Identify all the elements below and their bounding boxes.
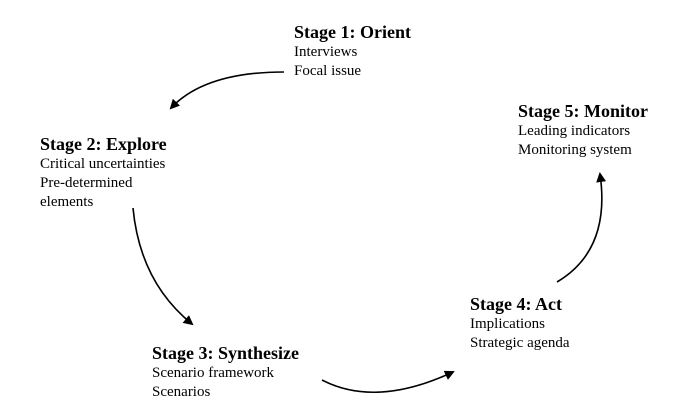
stage-title: Stage 2: Explore — [40, 134, 167, 154]
arrow-stage1-to-stage2 — [169, 71, 285, 110]
stage-item: Focal issue — [294, 63, 362, 79]
stage-item: Scenarios — [152, 384, 211, 400]
stage-item: Strategic agenda — [470, 335, 570, 351]
arrow-stage4-to-stage5 — [556, 172, 607, 283]
stage-synthesize: Stage 3: Synthesize Scenario framework S… — [152, 342, 299, 402]
arrow-stage3-to-stage4 — [321, 370, 455, 394]
stage-item: Implications — [470, 316, 545, 332]
stage-item: Monitoring system — [518, 142, 632, 158]
arrow-stage2-to-stage3 — [132, 207, 194, 326]
stage-item: Critical uncertainties — [40, 156, 166, 172]
stage-item: Pre-determined — [40, 175, 133, 191]
stage-explore: Stage 2: Explore Critical uncertainties … — [40, 133, 167, 212]
stage-title: Stage 3: Synthesize — [152, 343, 299, 363]
stage-act: Stage 4: Act Implications Strategic agen… — [470, 293, 570, 353]
stage-orient: Stage 1: Orient Interviews Focal issue — [294, 21, 411, 81]
stage-item: Leading indicators — [518, 123, 631, 139]
stage-title: Stage 5: Monitor — [518, 101, 648, 121]
stage-item: elements — [40, 194, 94, 210]
stage-item: Interviews — [294, 44, 358, 60]
stage-title: Stage 1: Orient — [294, 22, 411, 42]
stage-title: Stage 4: Act — [470, 294, 562, 314]
stage-monitor: Stage 5: Monitor Leading indicators Moni… — [518, 100, 648, 160]
stage-item: Scenario framework — [152, 365, 275, 381]
